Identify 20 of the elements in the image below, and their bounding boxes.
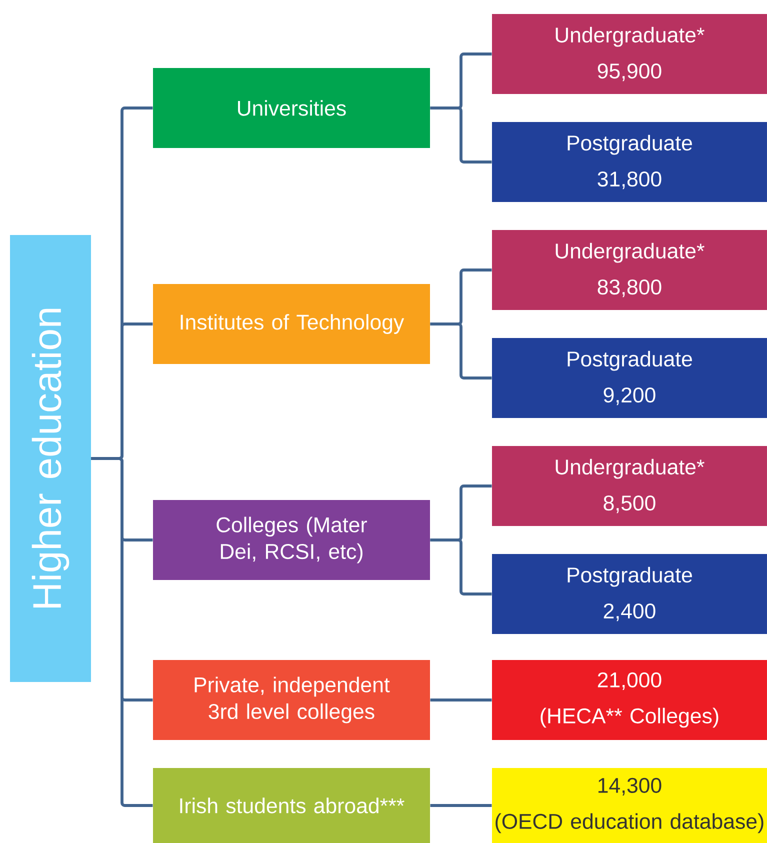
connector-line [430,322,492,380]
category-box: Private, independent 3rd level colleges [153,660,430,740]
count-box: Postgraduate 2,400 [492,554,767,634]
category-band: Higher education [10,235,91,682]
connector-line [430,804,492,807]
count-box: Undergraduate* 83,800 [492,230,767,310]
count-box: Postgraduate 31,800 [492,122,767,202]
connector-line [430,538,492,596]
category-box: Colleges (Mater Dei, RCSI, etc) [153,500,430,580]
count-box: 14,300 (OECD education database) [492,768,767,843]
count-box: Undergraduate* 95,900 [492,14,767,94]
connector-line [430,106,492,164]
category-box: Universities [153,68,430,148]
count-box: Postgraduate 9,200 [492,338,767,418]
connector-line [91,457,153,807]
count-box: Undergraduate* 8,500 [492,446,767,526]
category-box: Institutes of Technology [153,284,430,364]
connector-line [430,698,492,702]
count-box: 21,000 (HECA** Colleges) [492,660,767,740]
category-box: Irish students abroad*** [153,768,430,843]
